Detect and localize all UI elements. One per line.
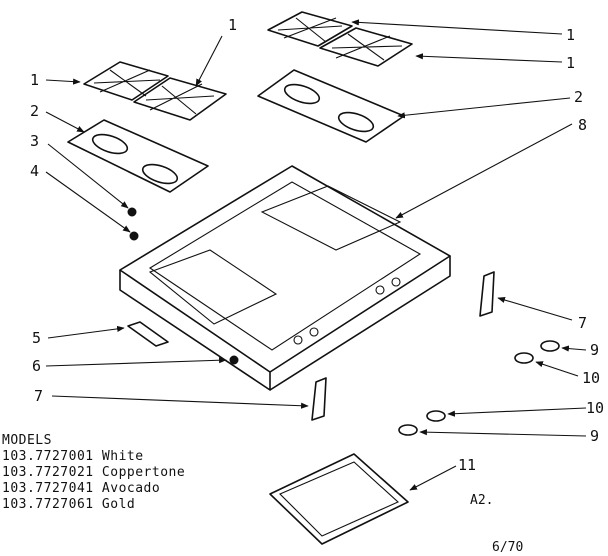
callout-3: 3 (30, 132, 39, 150)
callout-2: 2 (30, 102, 39, 120)
model-number: 103.7727021 (2, 465, 94, 480)
callout-labels: 1 1 1 1 2 2 3 4 8 5 6 7 7 9 10 10 9 11 (30, 16, 604, 474)
models-heading: MODELS (2, 433, 52, 448)
clip (229, 355, 239, 365)
callout-9: 9 (590, 341, 599, 359)
model-number: 103.7727041 (2, 481, 94, 496)
callout-8: 8 (578, 116, 587, 134)
callout-1: 1 (566, 26, 575, 44)
model-color: White (101, 449, 144, 464)
callout-9: 9 (590, 427, 599, 445)
callout-11: 11 (458, 456, 476, 474)
callout-4: 4 (30, 162, 39, 180)
bracket (127, 321, 169, 347)
knobs (398, 340, 560, 436)
callout-2: 2 (574, 88, 583, 106)
callout-1: 1 (30, 71, 39, 89)
callout-7: 7 (578, 314, 587, 332)
model-row: 103.7727061 Gold (2, 497, 185, 513)
model-row: 103.7727021 Coppertone (2, 465, 185, 481)
screw-and-washer (127, 207, 139, 241)
model-number: 103.7727001 (2, 449, 94, 464)
model-color: Coppertone (101, 465, 186, 480)
callout-1: 1 (566, 54, 575, 72)
model-color: Avocado (101, 481, 161, 496)
range-top-frame (119, 165, 451, 391)
callout-6: 6 (32, 357, 41, 375)
models-list: MODELS 103.7727001 White 103.7727021 Cop… (2, 433, 185, 513)
right-burner-pan (257, 69, 405, 143)
callout-10: 10 (582, 369, 600, 387)
support-brackets (311, 271, 495, 421)
model-number: 103.7727061 (2, 497, 94, 512)
model-row: 103.7727041 Avocado (2, 481, 185, 497)
leader-lines (45, 19, 587, 491)
model-row: 103.7727001 White (2, 449, 185, 465)
callout-7: 7 (34, 387, 43, 405)
callout-1: 1 (228, 16, 237, 34)
left-burner-pan (67, 119, 209, 193)
callout-10: 10 (586, 399, 604, 417)
right-burner-grates (267, 11, 413, 67)
callout-5: 5 (32, 329, 41, 347)
page-date: 6/70 (492, 540, 524, 555)
left-burner-grates (83, 61, 227, 121)
model-color: Gold (101, 497, 136, 512)
broiler-pan (269, 453, 409, 545)
page-code: A2. (470, 493, 494, 508)
